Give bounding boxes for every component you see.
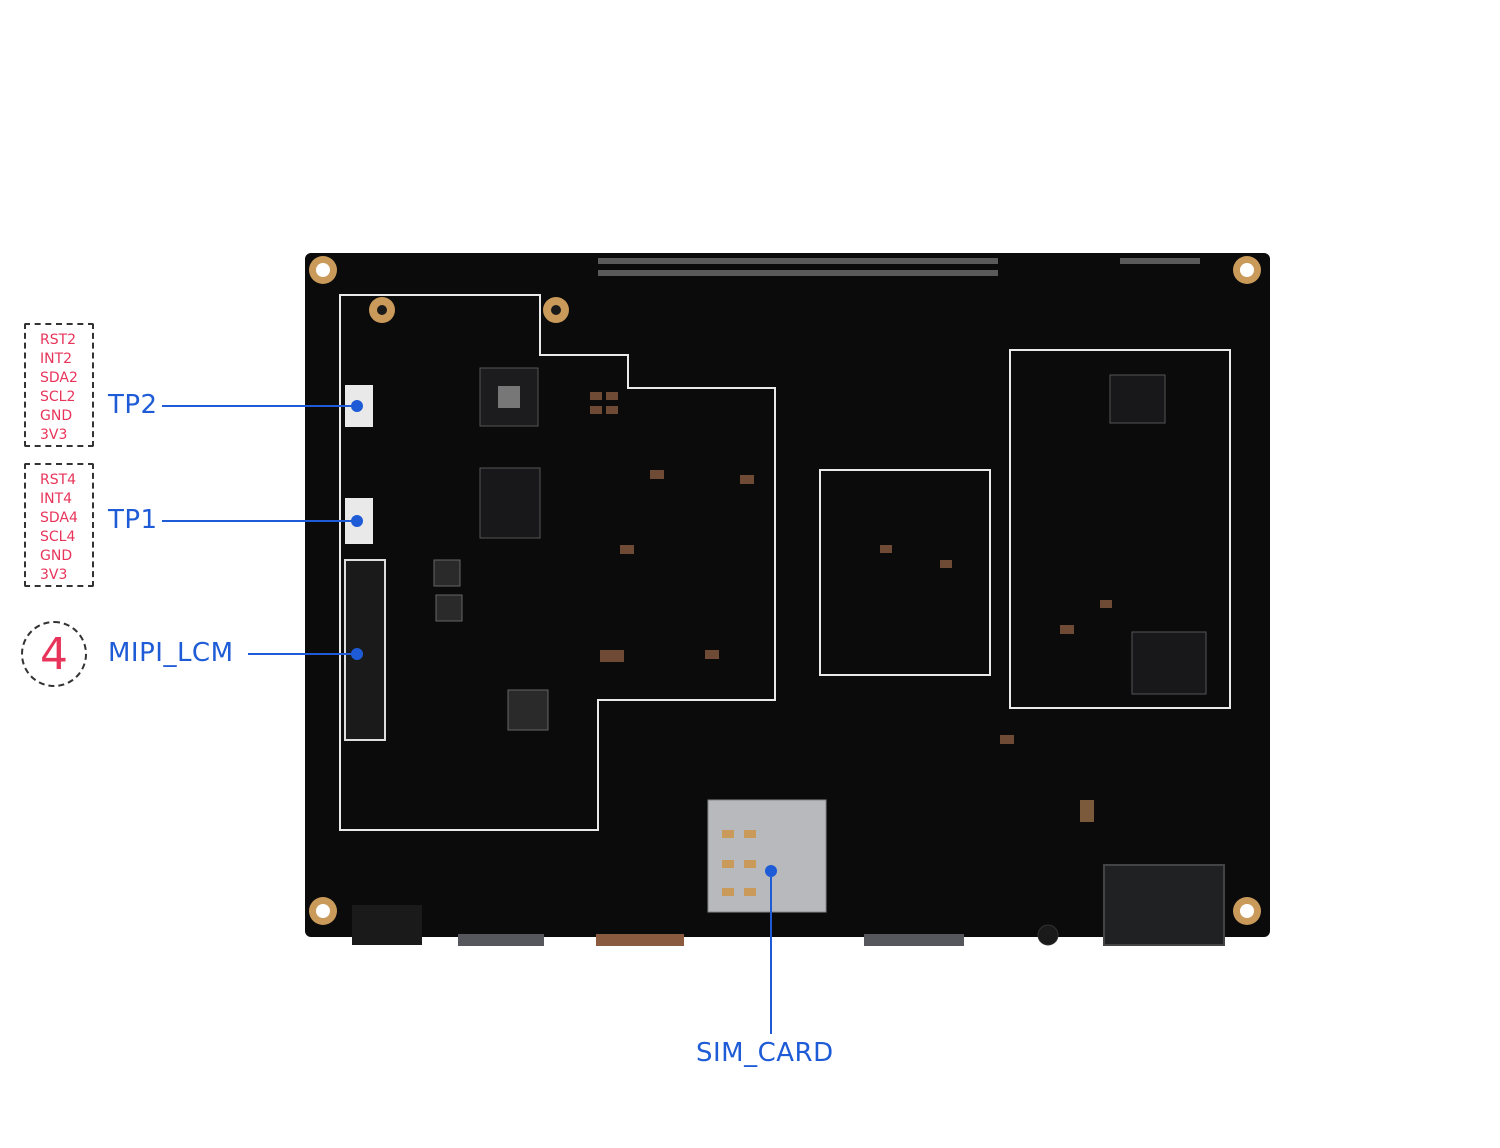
tp2-pin-5: GND bbox=[40, 408, 73, 424]
tp2-pin-4: SCL2 bbox=[40, 389, 76, 405]
tp1-pin-3: SDA4 bbox=[40, 510, 78, 526]
dc-jack bbox=[352, 905, 422, 945]
pcb-board bbox=[305, 253, 1270, 937]
tp2-label: TP2 bbox=[108, 390, 158, 420]
audio-jack bbox=[1037, 924, 1059, 946]
passive-components bbox=[590, 392, 1112, 822]
tp1-pin-4: SCL4 bbox=[40, 529, 76, 545]
tp1-pin-5: GND bbox=[40, 548, 73, 564]
tp1-pin-6: 3V3 bbox=[40, 567, 68, 583]
tp1-label: TP1 bbox=[108, 505, 158, 535]
tp2-pin-2: INT2 bbox=[40, 351, 73, 367]
usb-connector bbox=[458, 934, 544, 946]
tp2-pin-1: RST2 bbox=[40, 332, 77, 348]
header-pins bbox=[598, 258, 1200, 276]
chips bbox=[433, 367, 1207, 731]
sim-card-label: SIM_CARD bbox=[696, 1038, 834, 1068]
silk-outlines bbox=[339, 294, 1231, 831]
usb-connector-2 bbox=[864, 934, 964, 946]
mipi-lcm-label: MIPI_LCM bbox=[108, 638, 234, 668]
tp1-pin-2: INT4 bbox=[40, 491, 73, 507]
mipi-number-badge: 4 bbox=[21, 621, 87, 687]
hdmi-connector bbox=[596, 934, 684, 946]
tp1-pin-1: RST4 bbox=[40, 472, 77, 488]
tp2-pin-6: 3V3 bbox=[40, 427, 68, 443]
tp2-pinout-box: RST2 INT2 SDA2 SCL2 GND 3V3 bbox=[24, 323, 94, 447]
mipi-lcm-connector bbox=[344, 559, 386, 741]
tp1-pinout-box: RST4 INT4 SDA4 SCL4 GND 3V3 bbox=[24, 463, 94, 587]
callout-lines bbox=[162, 400, 777, 1034]
tp2-pin-3: SDA2 bbox=[40, 370, 78, 386]
mounting-holes bbox=[309, 256, 1261, 925]
ethernet-jack bbox=[1103, 864, 1225, 946]
